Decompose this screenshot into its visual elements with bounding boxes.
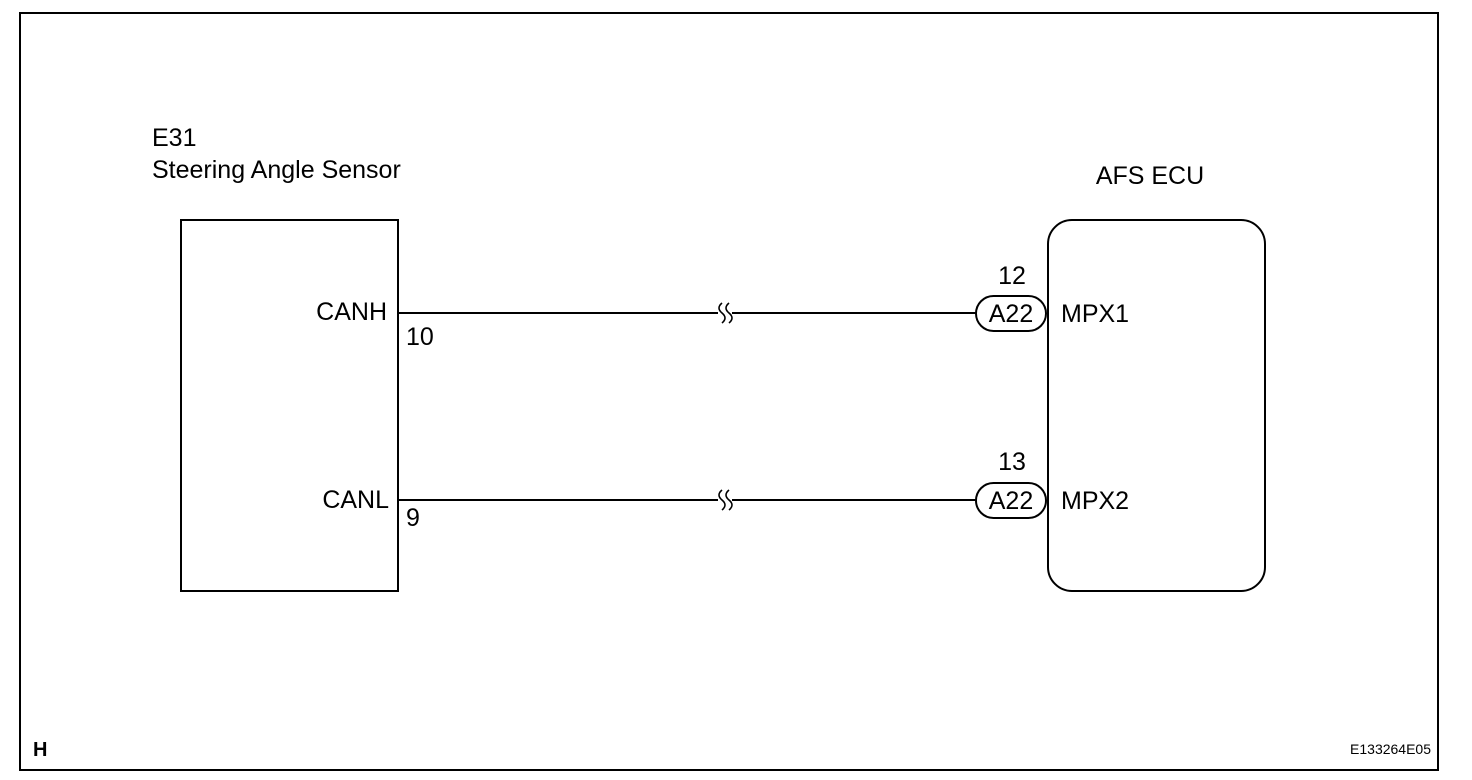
- diagram-frame: [19, 12, 1439, 771]
- wire-break-canl: [718, 489, 733, 511]
- sensor-box: [180, 219, 399, 592]
- ecu-pin-12: 12: [998, 262, 1026, 290]
- sensor-pin-canl: 9: [406, 504, 420, 532]
- wire-break-canh: [718, 302, 733, 324]
- sensor-signal-canl: CANL: [322, 486, 389, 514]
- connector-a22-badge: [975, 295, 1047, 332]
- ecu-name: AFS ECU: [1096, 162, 1204, 190]
- sensor-pin-canh: 10: [406, 323, 434, 351]
- sensor-name: Steering Angle Sensor: [152, 156, 401, 184]
- connector-a22-label: A22: [989, 487, 1033, 515]
- wire-canl: CANL 9 13 A22 MPX2: [322, 448, 1129, 532]
- wire-canh: CANH 10 12 A22 MPX1: [316, 262, 1129, 351]
- connector-a22-label: A22: [989, 300, 1033, 328]
- sensor-signal-canh: CANH: [316, 298, 387, 326]
- corner-letter: H: [33, 739, 47, 761]
- sensor-code: E31: [152, 124, 196, 152]
- figure-id: E133264E05: [1350, 741, 1431, 757]
- ecu-signal-mpx1: MPX1: [1061, 300, 1129, 328]
- ecu-pin-13: 13: [998, 448, 1026, 476]
- connector-a22-badge: [975, 482, 1047, 519]
- ecu-signal-mpx2: MPX2: [1061, 487, 1129, 515]
- ecu-box: [1047, 219, 1266, 592]
